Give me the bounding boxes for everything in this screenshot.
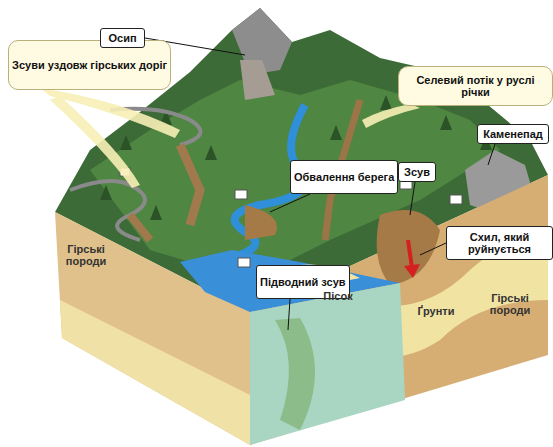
leader-line (288, 299, 290, 330)
callout-box: Селевий потік у руслі річки (398, 66, 553, 106)
leader-line (410, 182, 415, 215)
callout-text: Зсуви уздовж гірських доріг (12, 59, 167, 71)
leader-line (420, 243, 446, 255)
callout-text: Обвалення берега (294, 171, 394, 183)
callout-text: Каменепад (483, 128, 543, 140)
callout-text: Схил, який руйнується (450, 231, 549, 255)
layer-label: Гірські породи (482, 292, 538, 316)
callout-box: Схил, який руйнується (446, 226, 553, 260)
left-face (55, 212, 250, 445)
sand-layer (60, 300, 250, 445)
bank-collapse (245, 205, 277, 240)
callout-box: Каменепад (477, 124, 549, 144)
callout-box: Зсув (398, 162, 436, 182)
callout-tail (362, 104, 420, 128)
scree (240, 60, 275, 100)
tree (440, 115, 452, 130)
callout-text: Підводний зсув (260, 276, 346, 288)
tree (330, 125, 342, 140)
right-face (250, 175, 548, 445)
callout-tail (40, 88, 180, 138)
house (235, 190, 247, 199)
callout-box: Зсуви уздовж гірських доріг (8, 40, 171, 90)
layer-label: Гірські породи (58, 243, 114, 267)
callout-text: Зсув (404, 166, 430, 178)
callout-text: Селевий потік у руслі річки (402, 74, 549, 98)
tree (380, 95, 392, 110)
red-arrow (408, 240, 412, 268)
layer-label: Ґрунти (412, 305, 460, 317)
callout-box: Обвалення берега (290, 160, 398, 194)
house (238, 258, 250, 267)
callout-tail (50, 96, 140, 188)
leader-line (270, 194, 310, 212)
layer-label: Пісок (318, 290, 358, 302)
house (450, 195, 462, 204)
leader-line (488, 144, 495, 165)
underwater-slide (275, 318, 315, 430)
callout-text: Осип (108, 32, 136, 44)
tree (100, 185, 112, 200)
water-cutaway (250, 283, 405, 445)
road-landslide (180, 145, 200, 225)
tree (205, 145, 217, 160)
tree (120, 135, 132, 150)
road-landslide (130, 215, 150, 240)
red-arrowhead (404, 264, 420, 278)
slope-slide (377, 210, 440, 285)
callout-box: Осип (100, 28, 145, 48)
tree (150, 205, 162, 220)
